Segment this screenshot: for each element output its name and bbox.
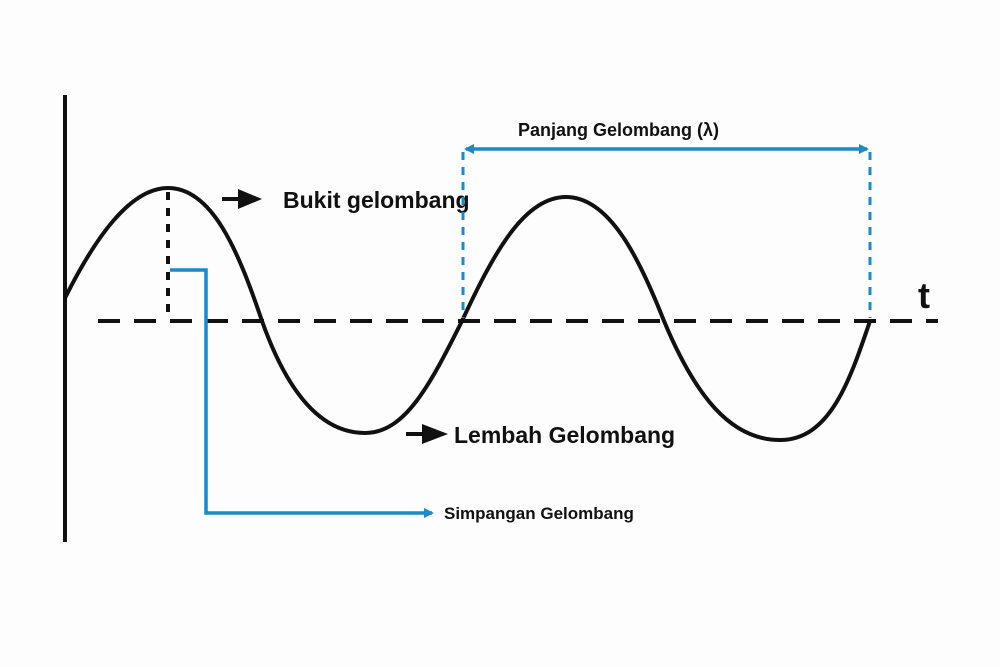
wavelength-label: Panjang Gelombang (λ)	[518, 120, 719, 140]
wave-curve	[63, 185, 872, 443]
trough-arrow-icon	[406, 424, 448, 444]
trough-label: Lembah Gelombang	[454, 422, 675, 448]
time-axis-label: t	[918, 275, 930, 316]
crest-label: Bukit gelombang	[283, 187, 470, 213]
amplitude-connector	[170, 268, 434, 518]
amplitude-label: Simpangan Gelombang	[444, 504, 634, 523]
crest-arrow-icon	[222, 189, 262, 209]
